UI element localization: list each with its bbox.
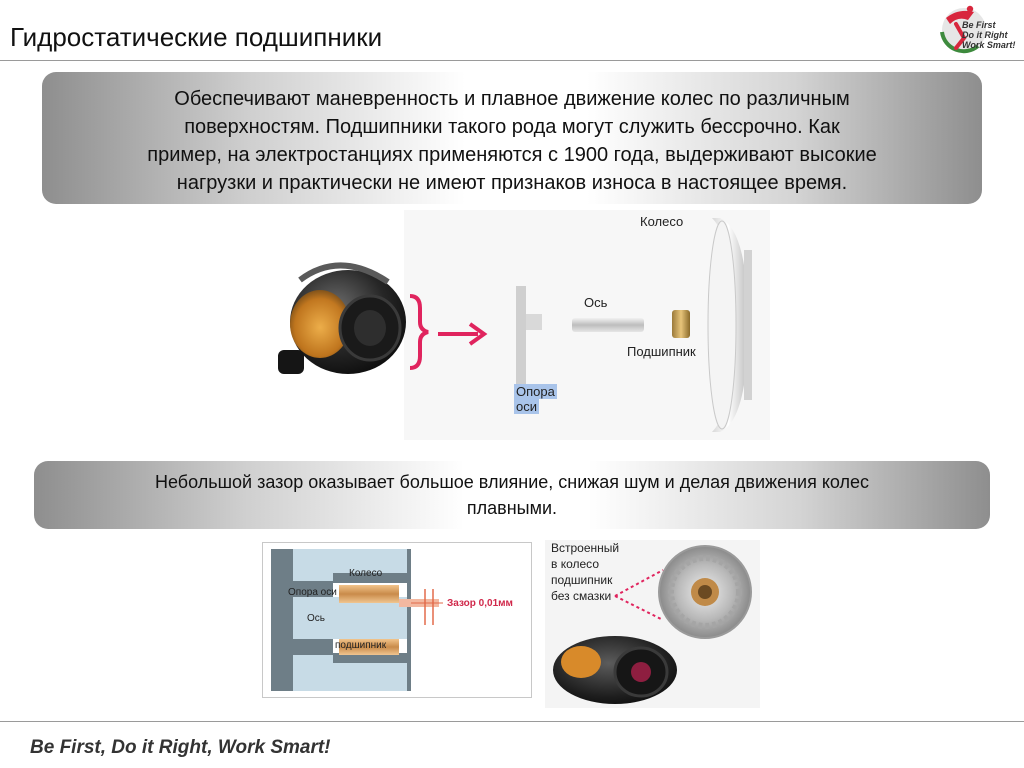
logo-line: Do it Right xyxy=(962,30,1008,40)
gap-callout: Небольшой зазор оказывает большое влияни… xyxy=(34,461,990,529)
bearing-exploded-diagram: Колесо Ось Подшипник Опора оси xyxy=(270,210,770,440)
label-axle-support: Опора оси xyxy=(288,587,337,598)
logo-line: Work Smart! xyxy=(962,40,1016,50)
label-axle-support-line: Опора xyxy=(514,384,557,399)
label-axle-support-line: оси xyxy=(514,399,539,414)
description-callout: Обеспечивают маневренность и плавное дви… xyxy=(42,72,982,204)
callout-line: плавными. xyxy=(466,498,558,518)
label-axle: Ось xyxy=(584,295,608,310)
runner-logo-icon xyxy=(940,5,986,54)
label-axle-support: Опора оси xyxy=(514,384,557,414)
callout-line: пример, на электростанциях применяются с… xyxy=(147,144,877,166)
label-bearing: подшипник xyxy=(335,640,387,651)
callout-line: Небольшой зазор оказывает большое влияни… xyxy=(154,472,870,492)
caption-line: Встроенный xyxy=(551,541,620,555)
callout-line: нагрузки и практически не имеют признако… xyxy=(176,172,848,194)
vacuum-cleaner-image xyxy=(274,250,406,378)
footer-divider xyxy=(0,721,1024,722)
callout-line: Обеспечивают маневренность и плавное дви… xyxy=(174,88,850,110)
caption-line: без смазки xyxy=(551,589,612,603)
caption-line: в колесо xyxy=(551,557,599,571)
title-divider xyxy=(0,60,1024,61)
label-wheel: Колесо xyxy=(640,214,684,229)
label-bearing: Подшипник xyxy=(627,344,696,359)
page-title: Гидростатические подшипники xyxy=(10,22,383,52)
label-axle: Ось xyxy=(307,613,325,624)
logo-line: Be First xyxy=(962,20,996,30)
caption-line: подшипник xyxy=(551,573,613,587)
label-wheel: Колесо xyxy=(349,568,383,579)
embedded-bearing-photo xyxy=(545,540,760,708)
arrow-right-icon xyxy=(468,322,488,346)
bearing-cross-section-diagram: Колесо Опора оси Ось подшипник Зазор 0,0… xyxy=(262,542,532,698)
footer-slogan: Be First, Do it Right, Work Smart! xyxy=(30,737,331,758)
bracket-mark xyxy=(409,294,429,370)
label-gap: Зазор 0,01мм xyxy=(447,598,513,609)
embedded-bearing-caption: Встроенный в колесо подшипник без смазки xyxy=(551,540,619,604)
callout-line: поверхностям. Подшипники такого рода мог… xyxy=(184,116,840,138)
logo-text: Be First Do it Right Work Smart! xyxy=(962,20,1015,50)
